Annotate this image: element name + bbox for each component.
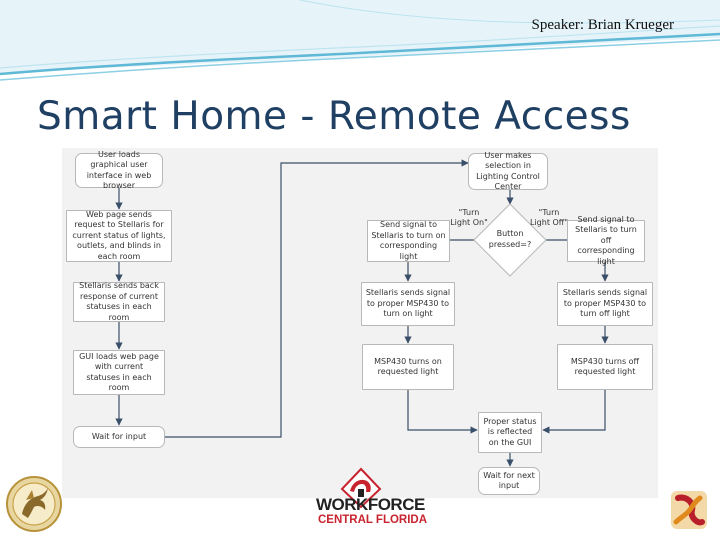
- slide-title: Smart Home - Remote Access: [37, 94, 631, 139]
- node-msp430-on: MSP430 turns on requested light: [362, 344, 454, 390]
- node-user-makes-selection: User makes selection in Lighting Control…: [468, 151, 548, 191]
- node-wait-for-input: Wait for input: [73, 426, 165, 448]
- workforce-wordmark: WORKFORCE: [316, 495, 425, 514]
- node-stellaris-sends-back: Stellaris sends back response of current…: [73, 281, 165, 322]
- node-stellaris-signal-off: Stellaris sends signal to proper MSP430 …: [557, 282, 653, 326]
- decision-label: Button pressed=?: [488, 229, 532, 249]
- workforce-subtitle: CENTRAL FLORIDA: [318, 514, 428, 526]
- node-msp430-off: MSP430 turns off requested light: [557, 344, 653, 390]
- node-wait-for-next-input: Wait for next input: [478, 467, 540, 495]
- edge-label-turn-off: "Turn Light Off": [530, 208, 568, 227]
- edge-label-turn-on: "Turn Light On": [450, 208, 488, 227]
- right-corner-logo: [671, 491, 707, 529]
- node-send-signal-on: Send signal to Stellaris to turn on corr…: [367, 220, 450, 262]
- header-wave-decoration: [0, 0, 720, 81]
- ucf-pegasus-logo: [6, 476, 62, 532]
- node-web-page-sends-request: Web page sends request to Stellaris for …: [66, 210, 172, 262]
- node-gui-loads-web-page: GUI loads web page with current statuses…: [73, 350, 165, 395]
- speaker-label: Speaker: Brian Krueger: [531, 17, 674, 33]
- node-proper-status: Proper status is reflected on the GUI: [478, 412, 542, 453]
- node-send-signal-off: Send signal to Stellaris to turn off cor…: [567, 215, 645, 266]
- node-user-loads-gui: User loads graphical user interface in w…: [75, 150, 163, 190]
- workforce-logo-mark: [340, 467, 382, 509]
- node-stellaris-signal-on: Stellaris sends signal to proper MSP430 …: [361, 282, 455, 326]
